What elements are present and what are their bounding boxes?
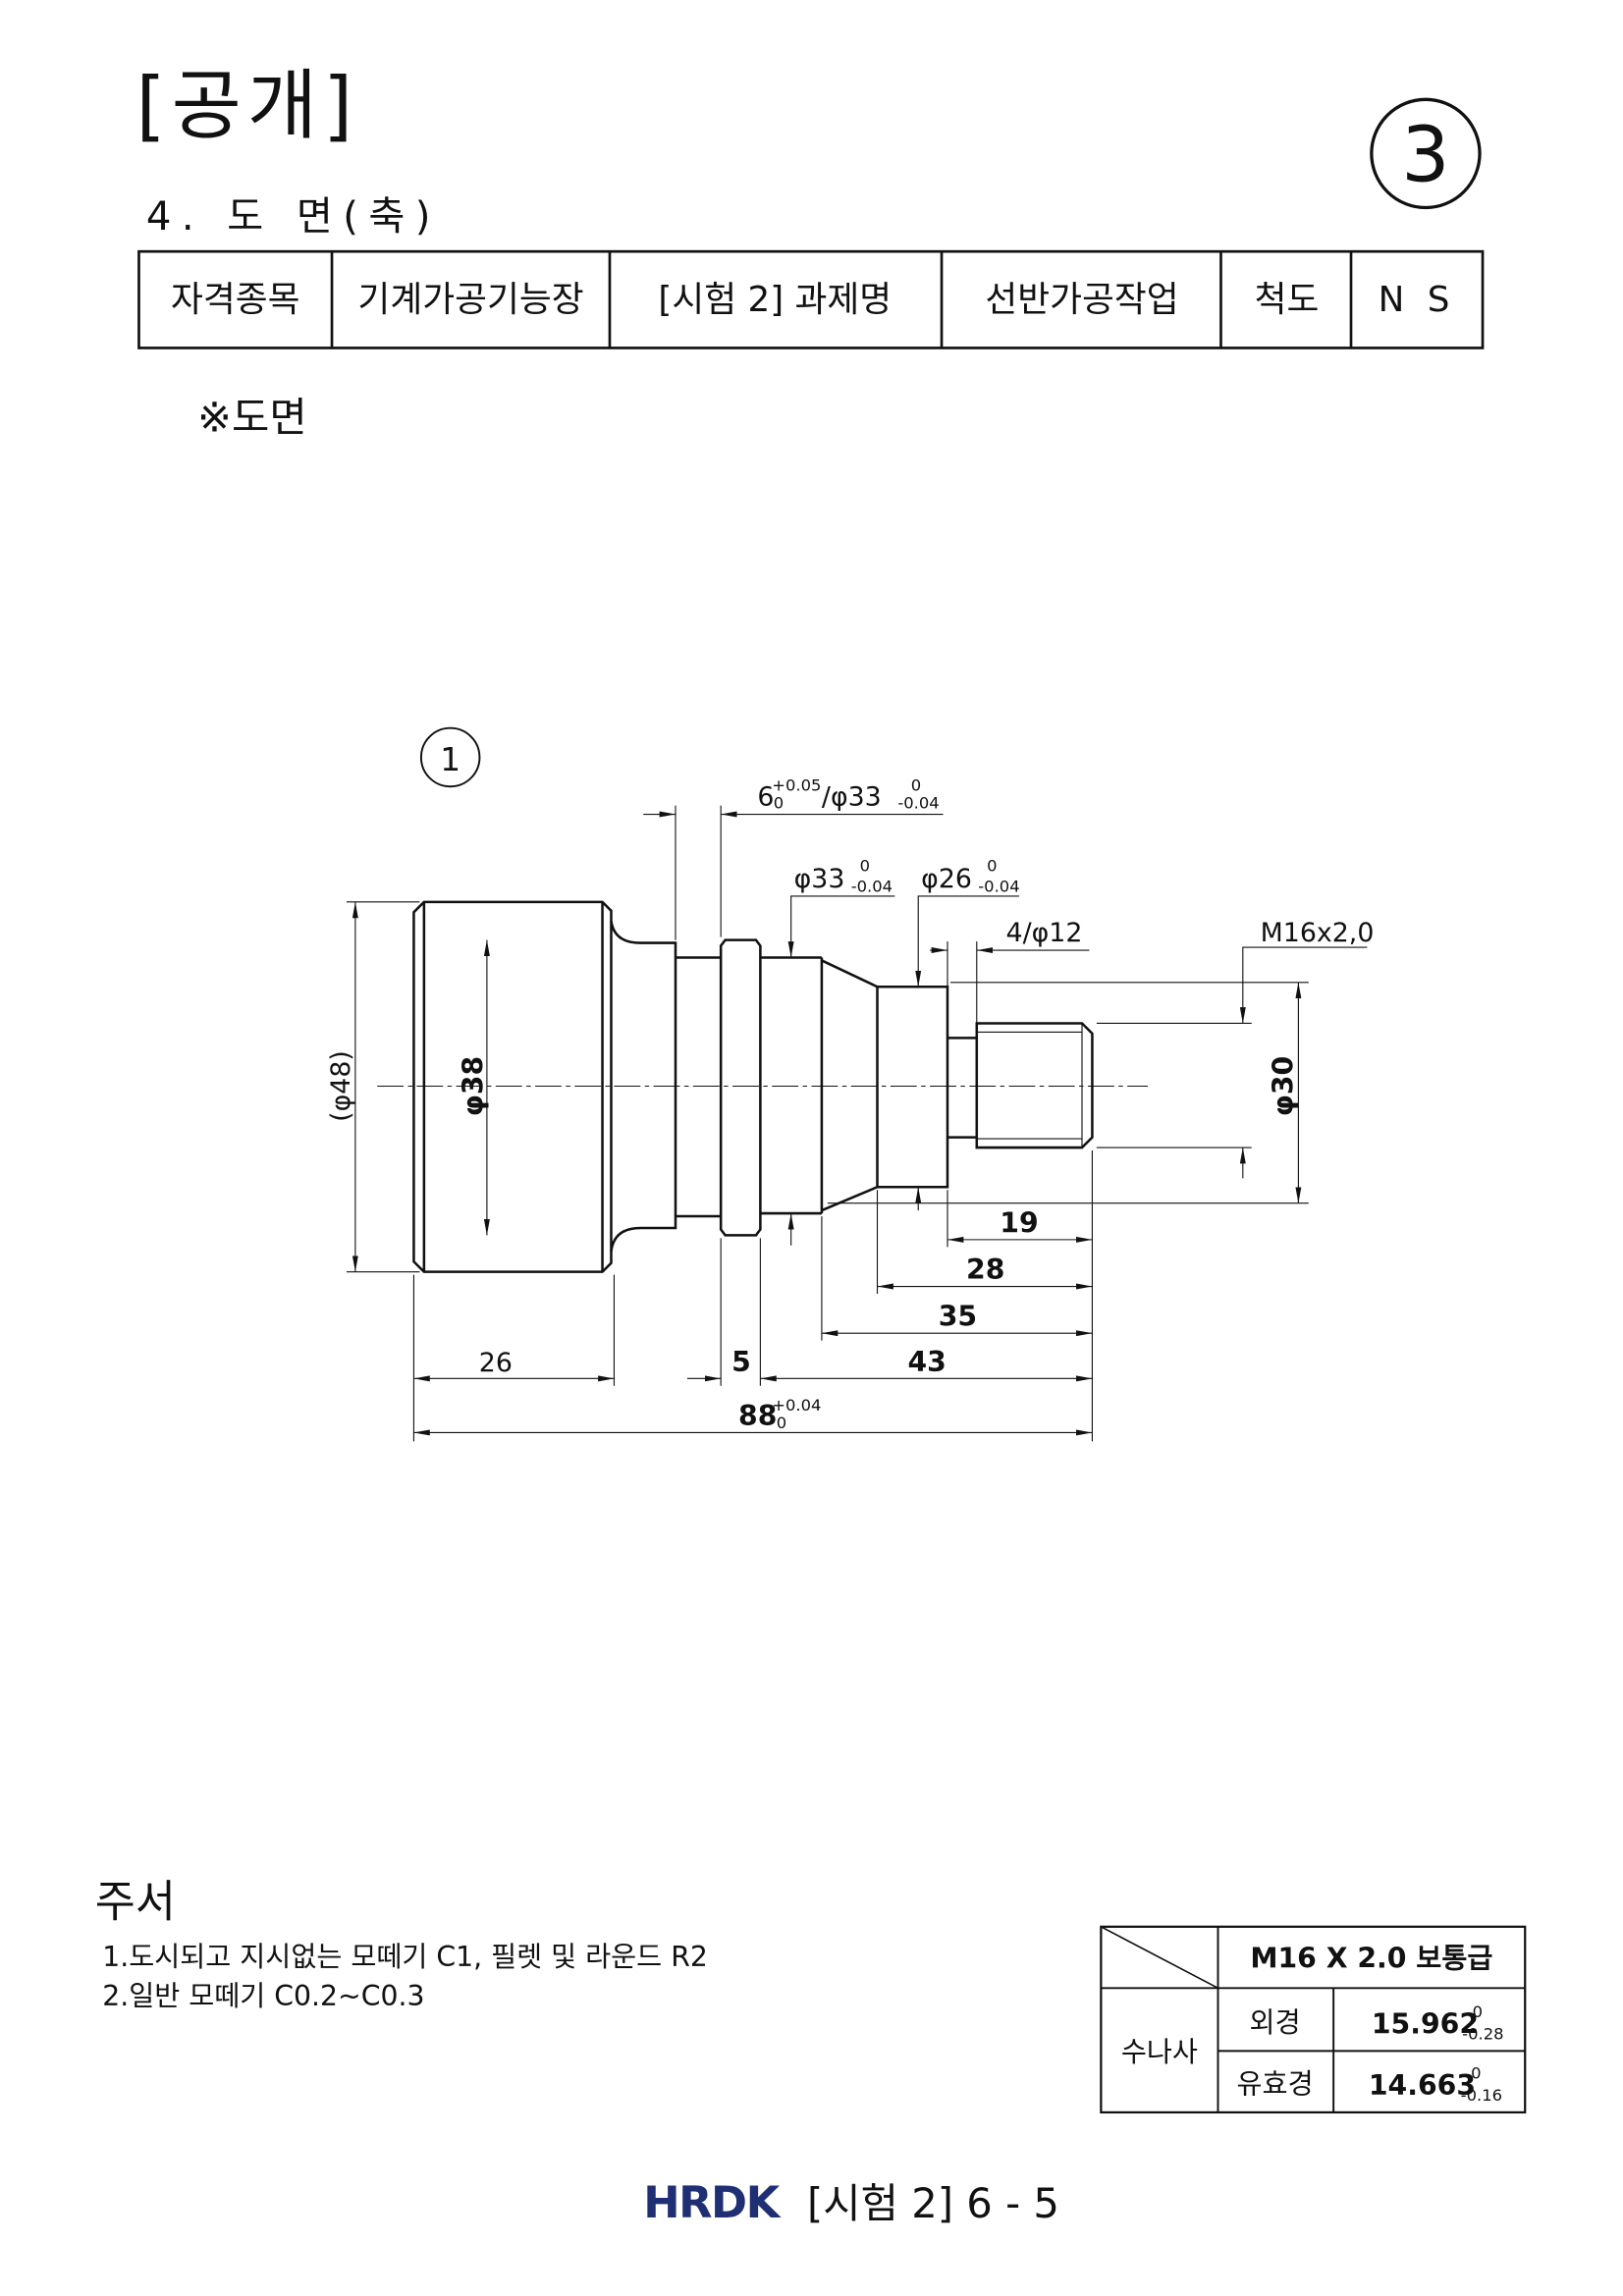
page-header: [공개] 3 4. 도 면(축): [135, 62, 1482, 240]
page-footer: HRDK [시험 2] 6 - 5: [643, 2177, 1059, 2228]
part-number: 1: [440, 741, 460, 778]
dia48-label: (φ48): [326, 1050, 356, 1122]
groove-dia-label: /φ33: [822, 782, 882, 813]
overall-length-upper-tol: +0.04: [772, 1396, 821, 1415]
thread-spec-table: M16 X 2.0 보통급 수나사 외경 15.962 0 -0.28 유효경 …: [1100, 1925, 1527, 2114]
part-number-circle: [419, 726, 481, 788]
outer-dia-label: 외경: [1250, 2006, 1301, 2039]
info-table: 자격종목 기계가공기능장 [시험 2] 과제명 선반가공작업 척도 N S: [137, 249, 1485, 349]
pitch-dia-label: 유효경: [1237, 2068, 1314, 2101]
neck-dimension: 4/φ12: [930, 918, 1090, 1024]
dia26-lower-tol: -0.04: [978, 877, 1019, 895]
task-label: [시험 2] 과제명: [658, 280, 892, 320]
leader-line: [915, 895, 1019, 988]
length-dimensions: 19 28 35 43 5 26 88 +0.04 0: [413, 1206, 1093, 1436]
disclosure-tag: [공개]: [135, 62, 358, 150]
hrdk-logo: HRDK: [643, 2177, 781, 2228]
groove-width-label: 6: [757, 782, 774, 813]
dia26-label: φ26: [921, 864, 972, 894]
note-item: 1.도시되고 지시없는 모떼기 C1, 필렛 및 라운드 R2: [102, 1941, 708, 1973]
dia33-section: [760, 956, 824, 1215]
drawing-heading: ※도면: [197, 393, 307, 441]
corner-diagonal: [1100, 1926, 1218, 1990]
outer-dia-lower-tol: -0.28: [1462, 2024, 1503, 2043]
dia38-label: φ38: [457, 1056, 489, 1116]
leader-line: [787, 895, 895, 958]
length-35-label: 35: [939, 1301, 977, 1333]
overall-length-label: 88: [738, 1400, 777, 1432]
groove-dia-upper-tol: 0: [911, 776, 921, 795]
length-28-label: 28: [966, 1254, 1004, 1286]
groove-dia-lower-tol: -0.04: [897, 794, 939, 813]
groove-dimension: 6 +0.05 0 /φ33 0 -0.04: [643, 776, 944, 940]
dia26-dimension: φ26 0 -0.04: [915, 857, 1020, 1211]
dia33-upper-tol: 0: [860, 857, 870, 876]
groove-section: [676, 956, 722, 1218]
section-title: 4. 도 면(축): [146, 194, 441, 240]
length-5-label: 5: [731, 1346, 751, 1378]
taper: [821, 959, 879, 1212]
dia38-dimension: φ38: [457, 939, 490, 1236]
pitch-dia-upper-tol: 0: [1471, 2064, 1481, 2083]
fillet-neck: [610, 921, 677, 1252]
pitch-dia-lower-tol: -0.16: [1461, 2086, 1502, 2105]
notes: 주서 1.도시되고 지시없는 모떼기 C1, 필렛 및 라운드 R2 2.일반 …: [95, 1876, 708, 2012]
info-table-frame: [137, 249, 1485, 349]
thread-outline: [975, 1022, 1094, 1149]
dia33-lower-tol: -0.04: [851, 877, 893, 895]
page-number: 3: [1401, 112, 1449, 200]
thread-spec: M16 X 2.0 보통급: [1250, 1942, 1492, 1974]
qualification-label: 자격종목: [171, 280, 300, 320]
dia26-upper-tol: 0: [987, 857, 997, 876]
scale-value: N S: [1379, 280, 1456, 320]
body-outline: [412, 900, 613, 1273]
thread-type: 수나사: [1121, 2036, 1198, 2068]
footer-page-label: [시험 2] 6 - 5: [807, 2179, 1059, 2227]
dia30-dimension: φ30: [827, 982, 1309, 1204]
thread-table-frame: [1100, 1925, 1527, 2114]
leader-line: [1239, 946, 1368, 1024]
groove-width-upper-tol: +0.05: [772, 776, 821, 795]
qualification-value: 기계가공기능장: [357, 280, 583, 320]
thread-label: M16x2,0: [1261, 918, 1375, 948]
dia30-label: φ30: [1267, 1056, 1299, 1116]
scale-label: 척도: [1255, 280, 1320, 320]
page-number-circle: [1370, 97, 1482, 210]
length-26-label: 26: [479, 1348, 513, 1378]
length-19-label: 19: [1000, 1206, 1038, 1239]
dia33-dimension: φ33 0 -0.04: [787, 857, 895, 1246]
dia33-label: φ33: [794, 864, 845, 894]
overall-length-lower-tol: 0: [777, 1414, 786, 1432]
task-value: 선반가공작업: [985, 280, 1178, 320]
thread-dimension: M16x2,0: [1096, 918, 1375, 1179]
length-extension-lines: [412, 1150, 1093, 1442]
dia26-section: [876, 985, 949, 1189]
shaft-drawing: 1 6 +0.05 0 /φ33: [326, 726, 1375, 1442]
relief-neck: [947, 1037, 977, 1139]
notes-title: 주서: [95, 1876, 176, 1927]
pitch-dia-value: 14.663: [1369, 2069, 1476, 2102]
collar: [719, 938, 762, 1237]
dia48-dimension: (φ48): [326, 901, 420, 1273]
note-item: 2.일반 모떼기 C0.2~C0.3: [102, 1980, 424, 2012]
length-43-label: 43: [907, 1346, 946, 1378]
outer-dia-upper-tol: 0: [1473, 2002, 1483, 2021]
neck-label: 4/φ12: [1006, 918, 1083, 948]
outer-dia-value: 15.962: [1372, 2008, 1479, 2041]
part-outline: [412, 900, 1094, 1273]
groove-width-lower-tol: 0: [774, 794, 784, 813]
